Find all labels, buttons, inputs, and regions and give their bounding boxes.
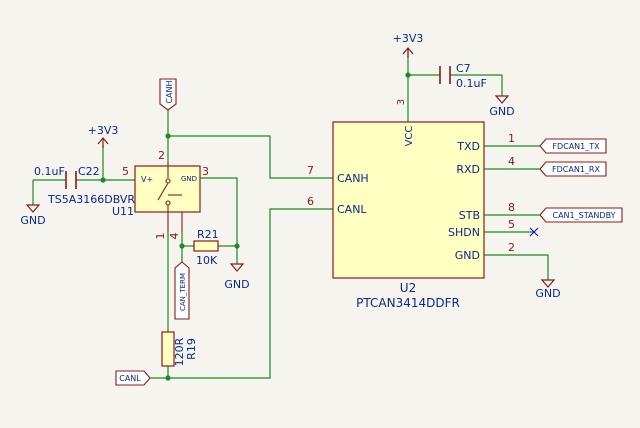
u2-pin-rxd-number: 4 xyxy=(508,155,515,168)
u2-pin-txd-name: TXD xyxy=(456,140,480,153)
u11-pin3: 3 xyxy=(202,165,209,178)
u2-pin-vcc-name: VCC xyxy=(404,126,415,147)
gnd-label-c22: GND xyxy=(20,214,45,227)
junctions xyxy=(100,72,411,381)
wire-canl-net xyxy=(150,208,333,379)
wire-u2-gnd xyxy=(484,254,549,280)
c7-ref: C7 xyxy=(456,62,471,75)
net-label-can1-standby[interactable]: CAN1_STANDBY xyxy=(539,207,623,223)
junction-canl xyxy=(165,375,171,381)
u11-pin4: 4 xyxy=(168,233,181,240)
noconnect-shdn xyxy=(529,227,539,237)
u2-pin-txd-number: 1 xyxy=(508,132,515,145)
net-label-can-term-text: CAN_TERM xyxy=(179,273,187,311)
net-label-canh-text: CANH xyxy=(165,80,174,103)
gnd-label-u11: GND xyxy=(224,278,249,291)
junction-r21-term xyxy=(179,243,185,249)
net-label-canl-text: CANL xyxy=(119,374,141,383)
u11-vplus-label: V+ xyxy=(141,175,153,184)
c7-capacitor[interactable] xyxy=(439,66,451,84)
u2-pin-gnd-name: GND xyxy=(455,249,480,262)
gnd-symbol-c7 xyxy=(494,95,510,104)
u2-pin-stb-number: 8 xyxy=(508,201,515,214)
wire-canh-net xyxy=(168,135,333,179)
power-3v3-u11-label: +3V3 xyxy=(88,124,119,137)
u2-pin-shdn-name: SHDN xyxy=(448,226,480,239)
u2-pin-canh-number: 7 xyxy=(307,164,314,177)
u2-pin-gnd-number: 2 xyxy=(508,241,515,254)
c22-value: 0.1uF xyxy=(34,165,65,178)
r21-resistor[interactable] xyxy=(193,240,219,252)
net-label-fdcan1-rx[interactable]: FDCAN1_RX xyxy=(539,161,607,177)
u2-ref: U2 xyxy=(400,281,416,295)
u11-gnd-pin-label: GND xyxy=(181,175,197,183)
u11-pin1: 1 xyxy=(154,233,167,240)
u2-pin-vcc-number: 3 xyxy=(396,99,407,105)
u11-ref: U11 xyxy=(112,205,134,218)
wires xyxy=(32,48,549,379)
gnd-symbol-c22 xyxy=(25,204,41,213)
junction-3v3-u11 xyxy=(100,177,106,183)
junction-canh xyxy=(165,133,171,139)
u2-pin-canl-number: 6 xyxy=(307,195,314,208)
u2-body[interactable] xyxy=(332,121,485,279)
net-label-fdcan1-tx[interactable]: FDCAN1_TX xyxy=(539,138,607,154)
power-3v3-u2 xyxy=(402,47,414,58)
net-label-canh[interactable]: CANH xyxy=(159,78,177,111)
r21-value: 10K xyxy=(196,254,218,267)
gnd-symbol-u2 xyxy=(540,279,556,288)
gnd-label-u2: GND xyxy=(535,287,560,300)
u11-value: TS5A3166DBVR xyxy=(47,193,135,206)
power-3v3-u11 xyxy=(97,137,109,148)
u11-pin5: 5 xyxy=(122,165,129,178)
junction-r21-gnd xyxy=(234,243,240,249)
r21-ref: R21 xyxy=(197,228,219,241)
net-label-fdcan1-rx-text: FDCAN1_RX xyxy=(552,165,600,174)
c7-value: 0.1uF xyxy=(456,77,487,90)
u2-value: PTCAN3414DDFR xyxy=(356,296,460,310)
junction-vcc-c7 xyxy=(405,72,411,78)
c22-ref: C22 xyxy=(78,165,100,178)
u2-pin-canl-name: CANL xyxy=(337,203,367,216)
gnd-label-c7: GND xyxy=(489,105,514,118)
u2-pin-canh-name: CANH xyxy=(337,172,369,185)
u2-pin-shdn-number: 5 xyxy=(508,218,515,231)
net-label-can1-standby-text: CAN1_STANDBY xyxy=(552,211,615,220)
u2-pin-rxd-name: RXD xyxy=(456,163,480,176)
r19-resistor[interactable] xyxy=(161,331,175,367)
power-3v3-u2-label: +3V3 xyxy=(393,32,424,45)
u2-pin-stb-name: STB xyxy=(459,209,480,222)
gnd-symbol-u11 xyxy=(229,263,245,272)
net-label-fdcan1-tx-text: FDCAN1_TX xyxy=(552,142,600,151)
u11-pin2: 2 xyxy=(158,149,165,162)
wire-u11-gnd xyxy=(200,177,238,264)
c22-capacitor[interactable] xyxy=(65,171,77,189)
r19-value: 120R xyxy=(173,337,186,366)
u11-switch-symbol xyxy=(157,162,183,232)
net-label-canl[interactable]: CANL xyxy=(115,370,151,386)
r19-ref: R19 xyxy=(185,338,198,360)
net-label-can-term[interactable]: CAN_TERM xyxy=(174,261,190,320)
